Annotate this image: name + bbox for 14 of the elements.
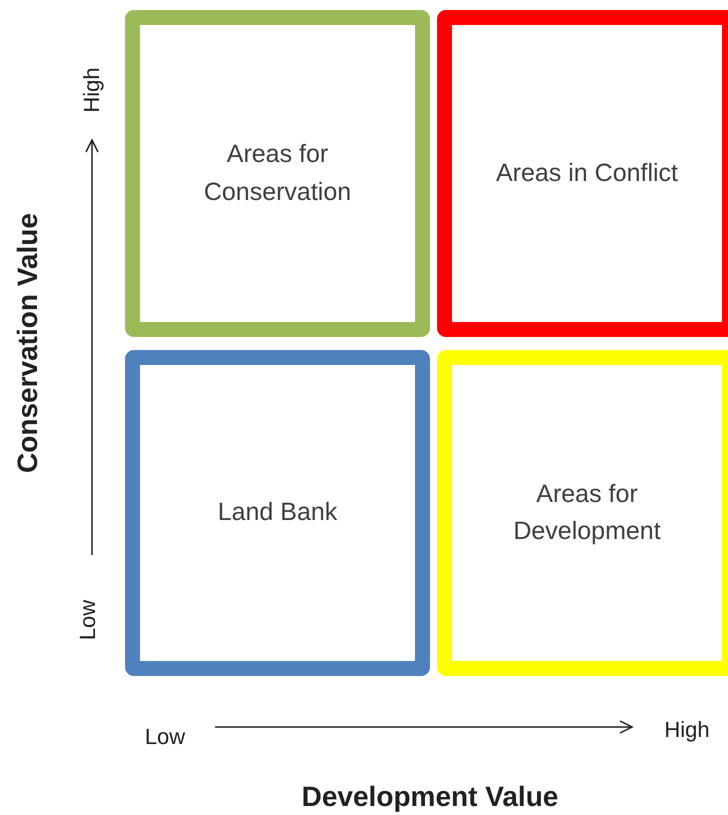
axis-tick-label: Low	[144, 724, 186, 750]
quadrant-box	[125, 10, 430, 337]
quadrant-box	[125, 350, 430, 676]
axis-title: Conservation Value	[12, 213, 44, 473]
quadrant-label: Areas for Conservation	[202, 139, 352, 208]
axis-tick-label: High	[664, 717, 710, 743]
quadrant-box	[437, 10, 728, 337]
quadrant-label: Areas for Development	[512, 478, 662, 547]
quadrant-label: Land Bank	[216, 497, 338, 528]
axis-tick-label: High	[79, 67, 105, 113]
axis-tick-label: Low	[75, 600, 101, 640]
quadrant-label: Areas in Conflict	[494, 158, 680, 189]
quadrant-box	[437, 350, 728, 676]
axis-title: Development Value	[302, 781, 558, 813]
